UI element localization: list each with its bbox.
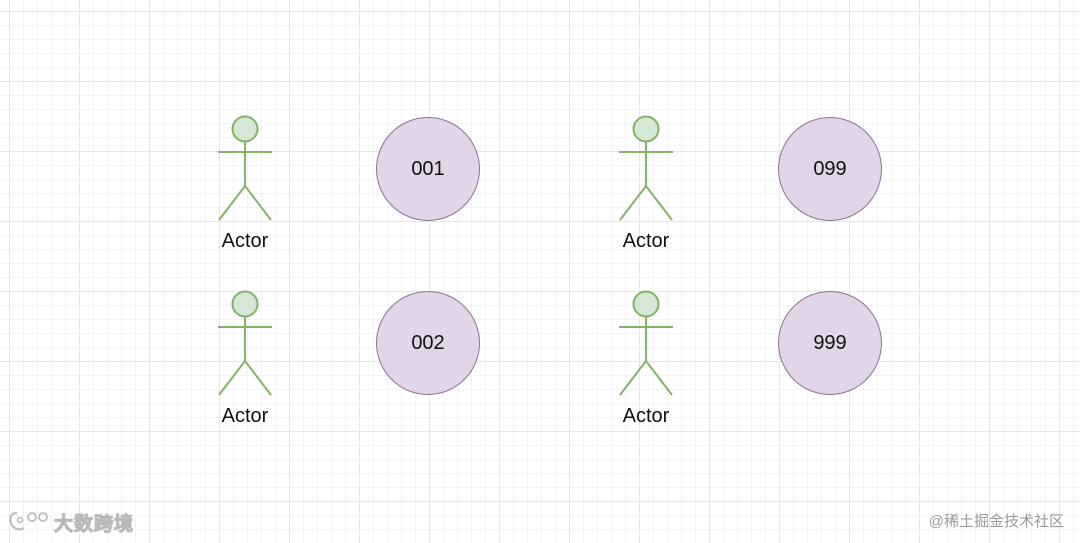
actor-3[interactable]: Actor — [616, 114, 676, 254]
circle-node-001[interactable]: 001 — [376, 117, 480, 221]
actor-label: Actor — [622, 230, 670, 252]
stick-figure-icon — [218, 290, 272, 396]
watermark-left: 大数跨境 — [8, 508, 134, 536]
watermark-right: @稀土掘金技术社区 — [928, 513, 1064, 530]
circle-node-002[interactable]: 002 — [376, 291, 480, 395]
actor-label: Actor — [622, 405, 670, 427]
circle-node-099[interactable]: 099 — [778, 117, 882, 221]
stick-figure-icon — [218, 115, 272, 221]
circle-node-999[interactable]: 999 — [778, 291, 882, 395]
brand-logo-icon — [9, 511, 48, 531]
watermark-left-text: 大数跨境 — [53, 513, 135, 535]
actor-label: Actor — [221, 405, 269, 427]
stick-figure-icon — [619, 115, 673, 221]
actor-label: Actor — [221, 230, 269, 252]
actor-4[interactable]: Actor — [616, 289, 676, 429]
actor-2[interactable]: Actor — [215, 289, 275, 429]
stick-figure-icon — [619, 290, 673, 396]
actor-1[interactable]: Actor — [215, 114, 275, 254]
